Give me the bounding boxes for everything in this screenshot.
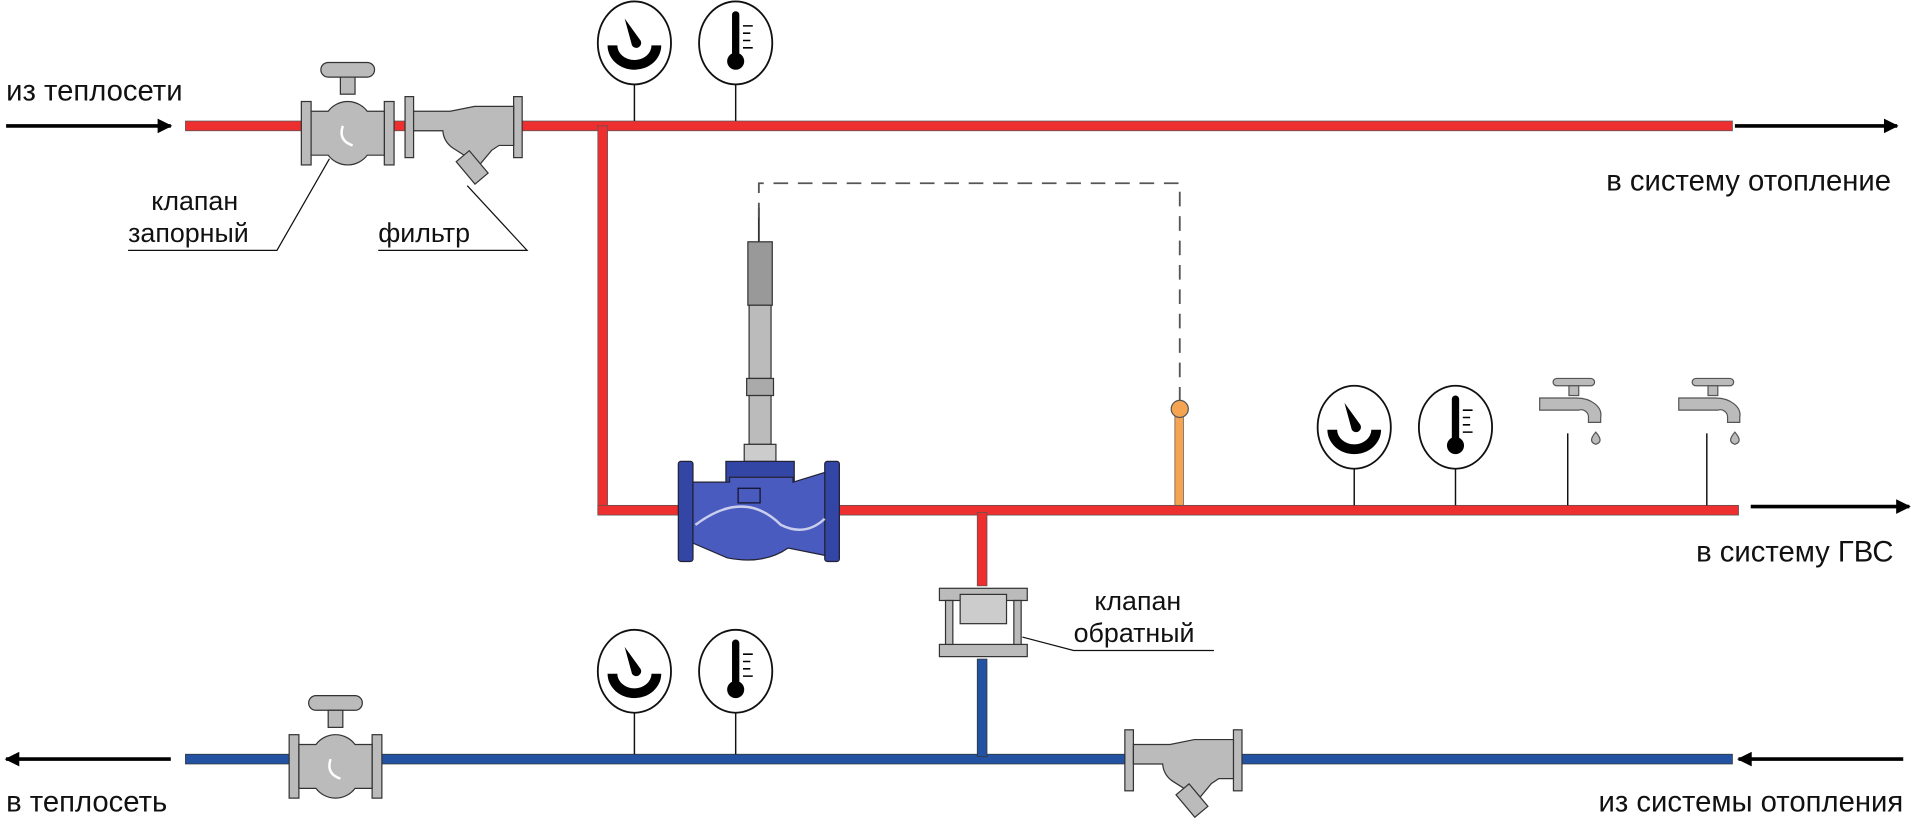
dhw-supply-pipe bbox=[597, 504, 1739, 516]
faucet-icon bbox=[1539, 377, 1602, 445]
impulse-line bbox=[757, 182, 1181, 403]
flow-arrows bbox=[4, 118, 1911, 767]
label-filter: фильтр bbox=[378, 218, 470, 248]
instrument-stems bbox=[633, 83, 1708, 755]
label-from-heat-network: из теплосети bbox=[6, 74, 182, 107]
label-check-valve-1: клапан bbox=[1094, 586, 1181, 616]
temperature-sensor bbox=[1170, 399, 1189, 506]
filter-supply bbox=[404, 96, 523, 185]
label-to-hot-water-system: в систему ГВС bbox=[1696, 535, 1893, 568]
shutoff-valve-supply bbox=[300, 61, 396, 167]
faucet-icon bbox=[1678, 377, 1741, 445]
label-shutoff-valve-1: клапан bbox=[151, 186, 238, 216]
label-check-valve-2: обратный bbox=[1074, 618, 1195, 648]
label-shutoff-valve-2: запорный bbox=[128, 218, 249, 248]
label-to-heating-system: в систему отопление bbox=[1606, 165, 1891, 198]
main-return-pipe bbox=[185, 753, 1733, 765]
label-to-heat-network: в теплосеть bbox=[6, 786, 167, 819]
label-from-heating-system: из системы отопления bbox=[1599, 786, 1904, 819]
shutoff-valve-return bbox=[287, 694, 384, 800]
filter-return bbox=[1124, 729, 1243, 818]
riser-to-dhw bbox=[597, 125, 608, 515]
check-valve bbox=[938, 587, 1028, 658]
control-valve bbox=[677, 207, 840, 563]
thermometer-icon bbox=[698, 628, 774, 714]
return-pipes bbox=[185, 658, 1733, 765]
thermometer-icon bbox=[698, 0, 774, 86]
supply-pipes bbox=[185, 120, 1739, 587]
thermometer-icon bbox=[1417, 384, 1494, 470]
pressure-gauge-icon bbox=[596, 628, 672, 714]
pressure-gauge-icon bbox=[596, 0, 672, 86]
leader-lines bbox=[128, 158, 1214, 652]
bypass-supply-pipe bbox=[976, 512, 988, 587]
main-supply-pipe bbox=[185, 120, 1733, 132]
pressure-gauge-icon bbox=[1316, 384, 1392, 470]
bypass-return-pipe bbox=[976, 658, 988, 758]
